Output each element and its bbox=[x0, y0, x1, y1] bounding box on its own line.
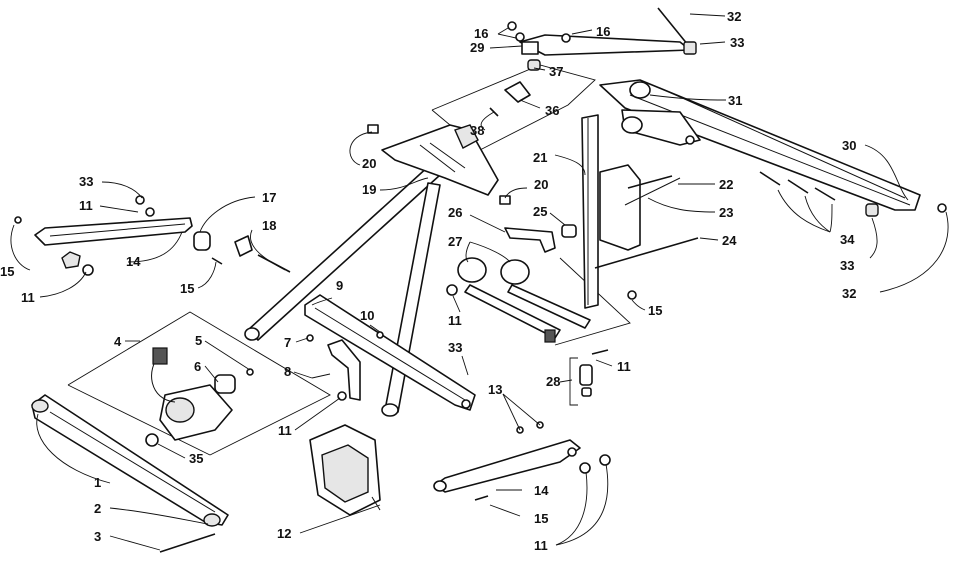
small-fasteners bbox=[14, 195, 637, 501]
callout-11: 11 bbox=[278, 423, 292, 438]
part-20-top-plate bbox=[367, 124, 511, 205]
callout-31: 31 bbox=[728, 93, 742, 108]
callout-23: 23 bbox=[719, 205, 733, 220]
callout-15: 15 bbox=[534, 511, 548, 526]
callout-26: 26 bbox=[448, 205, 462, 220]
callout-20: 20 bbox=[362, 156, 376, 171]
callout-5: 5 bbox=[195, 333, 202, 348]
callout-22: 22 bbox=[719, 177, 733, 192]
part-24-rod bbox=[594, 237, 699, 269]
leader-lines bbox=[10, 13, 949, 551]
part-26-bracket bbox=[504, 224, 577, 253]
callout-28: 28 bbox=[546, 374, 560, 389]
callout-33: 33 bbox=[840, 258, 854, 273]
callout-33: 33 bbox=[79, 174, 93, 189]
part-9-cross-plate bbox=[304, 294, 476, 411]
callout-34: 34 bbox=[840, 232, 855, 247]
callout-8: 8 bbox=[284, 364, 291, 379]
part-8-bracket bbox=[311, 339, 361, 401]
callout-20: 20 bbox=[534, 177, 548, 192]
callout-11: 11 bbox=[534, 538, 548, 553]
callout-15: 15 bbox=[648, 303, 662, 318]
callout-14: 14 bbox=[534, 483, 549, 498]
callout-15: 15 bbox=[0, 264, 14, 279]
part-27-actuators bbox=[457, 257, 591, 343]
part-14-upper-left-arm bbox=[34, 217, 291, 273]
callout-1: 1 bbox=[94, 475, 101, 490]
callout-21: 21 bbox=[533, 150, 547, 165]
callout-30: 30 bbox=[842, 138, 856, 153]
callout-14: 14 bbox=[126, 254, 141, 269]
callout-19: 19 bbox=[362, 182, 376, 197]
callout-16: 16 bbox=[596, 24, 610, 39]
part-1-lower-arm bbox=[31, 394, 229, 553]
part-23-panel bbox=[599, 164, 681, 251]
part-28-fittings bbox=[579, 364, 593, 397]
callout-11: 11 bbox=[617, 359, 631, 374]
callout-12: 12 bbox=[277, 526, 291, 541]
callout-11: 11 bbox=[448, 313, 462, 328]
callout-29: 29 bbox=[470, 40, 484, 55]
callout-36: 36 bbox=[545, 103, 559, 118]
callout-27: 27 bbox=[448, 234, 462, 249]
callout-7: 7 bbox=[284, 335, 291, 350]
part-14-lower-right-arm bbox=[433, 439, 581, 493]
callout-13: 13 bbox=[488, 382, 502, 397]
callout-32: 32 bbox=[727, 9, 741, 24]
part-22-bolt bbox=[627, 175, 673, 189]
callout-6: 6 bbox=[194, 359, 201, 374]
callout-24: 24 bbox=[722, 233, 737, 248]
frame-fitting-28 bbox=[569, 357, 578, 406]
callout-37: 37 bbox=[549, 64, 563, 79]
part-34-bolts bbox=[759, 171, 947, 217]
callout-3: 3 bbox=[94, 529, 101, 544]
callout-32: 32 bbox=[842, 286, 856, 301]
callout-25: 25 bbox=[533, 204, 547, 219]
callout-16: 16 bbox=[474, 26, 488, 41]
frame-actuator-group bbox=[554, 257, 631, 346]
frame-motor-group bbox=[67, 311, 331, 456]
callout-35: 35 bbox=[189, 451, 203, 466]
callout-11: 11 bbox=[79, 198, 93, 213]
part-motor-assembly bbox=[145, 347, 254, 447]
callout-10: 10 bbox=[360, 308, 374, 323]
callout-9: 9 bbox=[336, 278, 343, 293]
callout-11: 11 bbox=[21, 290, 35, 305]
part-12-lower-casting bbox=[309, 424, 381, 516]
callout-2: 2 bbox=[94, 501, 101, 516]
callout-15: 15 bbox=[180, 281, 194, 296]
callout-17: 17 bbox=[262, 190, 276, 205]
callout-18: 18 bbox=[262, 218, 276, 233]
callout-4: 4 bbox=[114, 334, 122, 349]
callout-33: 33 bbox=[730, 35, 744, 50]
callout-33: 33 bbox=[448, 340, 462, 355]
callout-38: 38 bbox=[470, 123, 484, 138]
part-21-vertical-post bbox=[581, 114, 599, 309]
part-30-long-arm bbox=[599, 7, 921, 211]
callout-labels: 32 33 16 16 29 37 31 36 38 20 21 30 19 2… bbox=[0, 9, 856, 553]
